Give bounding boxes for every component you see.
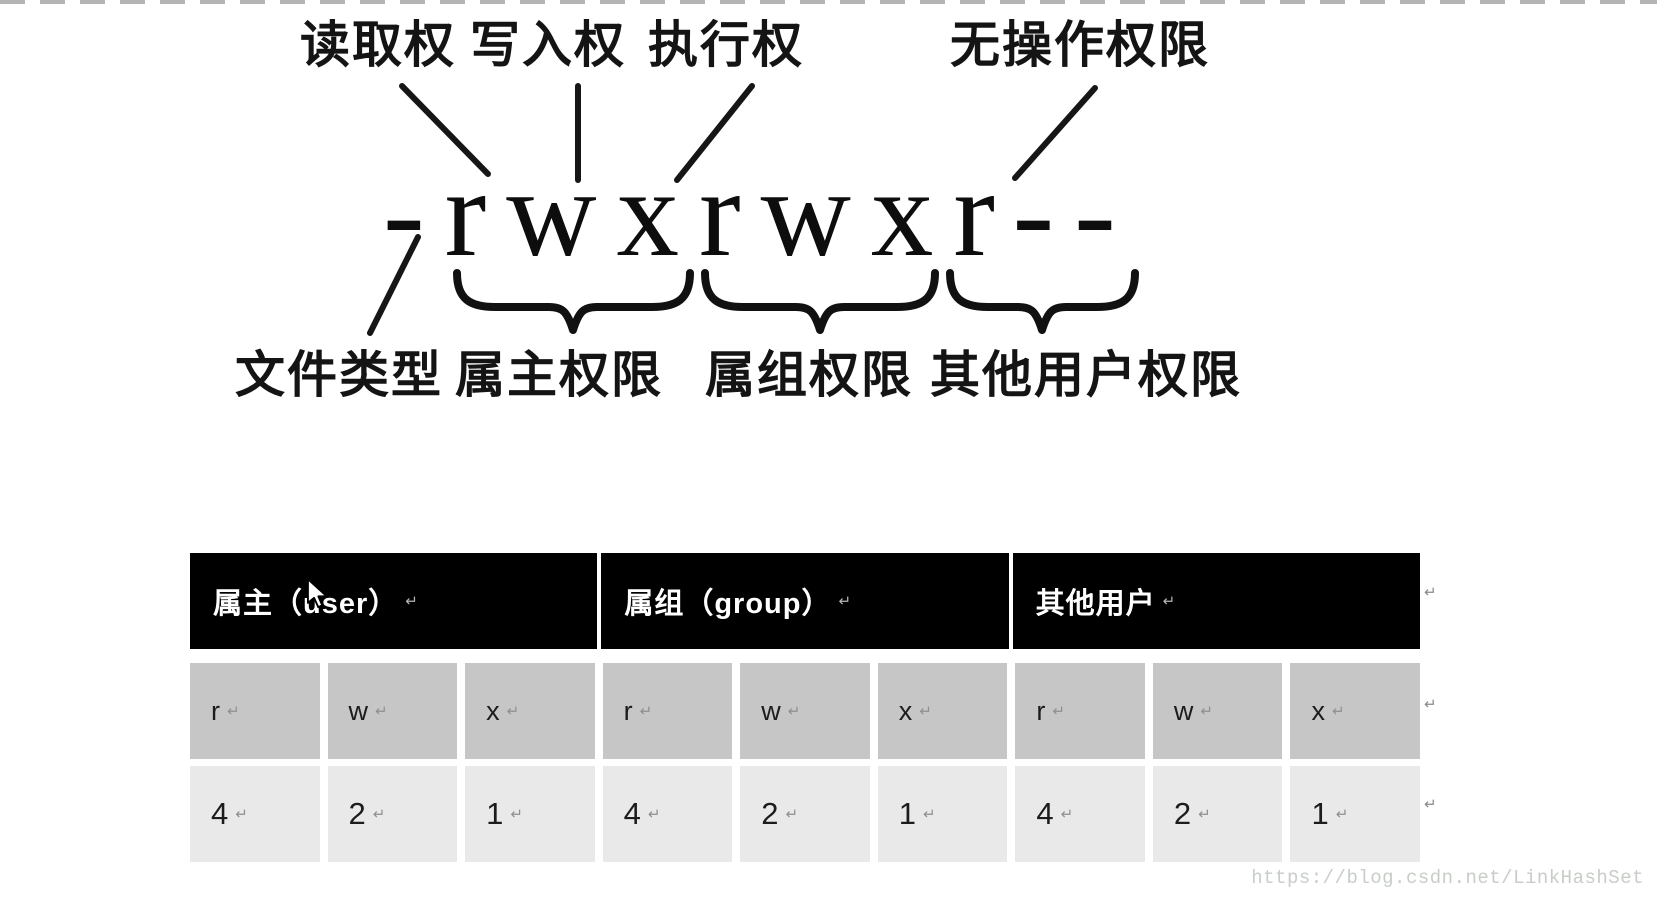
return-mark-icon: ↵ — [235, 806, 248, 823]
return-mark-icon: ↵ — [510, 806, 523, 823]
cell-others-x: x↵ — [1290, 663, 1420, 759]
cell-value: x — [486, 695, 500, 726]
cell-group-x: x↵ — [877, 663, 1008, 759]
cell-value: 1 — [1311, 796, 1329, 831]
label-group-permissions: 属组权限 — [705, 347, 913, 403]
cell-value: w — [761, 695, 781, 726]
return-mark-icon: ↵ — [375, 703, 388, 720]
return-mark-icon: ↵ — [1198, 806, 1211, 823]
cell-others-4: 4↵ — [1015, 766, 1145, 862]
cell-others-r: r↵ — [1015, 663, 1145, 759]
cell-value: 2 — [348, 796, 366, 831]
row-end-mark-icon: ↵ — [1424, 696, 1437, 713]
cell-group-2: 2↵ — [740, 766, 870, 862]
cell-others-w: w↵ — [1152, 663, 1283, 759]
cell-value: 4 — [1036, 796, 1054, 831]
table-header-group-label: 属组（group） — [624, 588, 832, 620]
cell-group-w: w↵ — [740, 663, 870, 759]
cell-group-1: 1↵ — [877, 766, 1008, 862]
return-mark-icon: ↵ — [647, 806, 661, 823]
cell-user-x: x↵ — [465, 663, 595, 759]
table-row-letters: r↵ w↵ x↵ r↵ w↵ x↵ r↵ w↵ x↵ — [190, 663, 1420, 759]
cell-value: x — [898, 695, 913, 726]
cell-user-r: r↵ — [190, 663, 320, 759]
cell-value: 4 — [211, 796, 229, 831]
table-header-user-label: 属主（user） — [213, 588, 399, 620]
return-mark-icon: ↵ — [506, 703, 520, 720]
cell-group-r: r↵ — [602, 663, 733, 759]
return-mark-icon: ↵ — [785, 806, 799, 823]
cell-others-2: 2↵ — [1152, 766, 1283, 862]
return-mark-icon: ↵ — [372, 806, 386, 823]
label-no-permission: 无操作权限 — [950, 17, 1210, 73]
cell-value: w — [1173, 695, 1194, 726]
return-mark-icon: ↵ — [227, 703, 240, 720]
table-header-others: 其他用户 ↵ — [1012, 553, 1420, 649]
return-mark-icon: ↵ — [923, 806, 936, 823]
cell-value: r — [211, 695, 220, 726]
cell-value: 1 — [486, 796, 504, 831]
mouse-cursor-icon — [306, 578, 328, 609]
label-owner-permissions: 属主权限 — [455, 347, 663, 403]
cell-group-4: 4↵ — [602, 766, 733, 862]
label-read-permission: 读取权 — [300, 17, 456, 73]
label-other-user-permissions: 其他用户权限 — [930, 347, 1242, 403]
cell-user-1: 1↵ — [465, 766, 595, 862]
table-header-group: 属组（group） ↵ — [601, 553, 1009, 649]
cell-value: w — [348, 695, 369, 726]
cell-value: 1 — [898, 796, 917, 831]
return-mark-icon: ↵ — [1060, 806, 1074, 823]
return-mark-icon: ↵ — [1335, 806, 1349, 823]
permissions-table: 属主（user） ↵ 属组（group） ↵ 其他用户 ↵ r↵ w↵ x↵ r… — [190, 553, 1420, 862]
cell-user-4: 4↵ — [190, 766, 320, 862]
return-mark-icon: ↵ — [405, 593, 419, 610]
return-mark-icon: ↵ — [1052, 703, 1065, 720]
row-end-mark-icon: ↵ — [1424, 796, 1437, 813]
return-mark-icon: ↵ — [1200, 703, 1213, 720]
table-header-user: 属主（user） ↵ — [190, 553, 598, 649]
label-file-type: 文件类型 — [235, 347, 443, 403]
cell-value: 4 — [623, 796, 641, 831]
table-header-others-label: 其他用户 — [1035, 588, 1156, 620]
table-header-row: 属主（user） ↵ 属组（group） ↵ 其他用户 ↵ — [190, 553, 1420, 649]
watermark-url: https://blog.csdn.net/LinkHashSet — [1251, 867, 1644, 889]
cell-value: 2 — [761, 796, 779, 831]
label-execute-permission: 执行权 — [648, 17, 804, 73]
cell-others-1: 1↵ — [1290, 766, 1420, 862]
return-mark-icon: ↵ — [1331, 703, 1345, 720]
return-mark-icon: ↵ — [838, 593, 853, 610]
return-mark-icon: ↵ — [1162, 593, 1177, 610]
row-end-mark-icon: ↵ — [1424, 584, 1437, 601]
cell-value: r — [1036, 695, 1046, 726]
cell-user-2: 2↵ — [327, 766, 458, 862]
permission-string: -rwxrwxr-- — [383, 145, 1136, 283]
cell-value: x — [1311, 695, 1325, 726]
return-mark-icon: ↵ — [787, 703, 801, 720]
cell-value: r — [623, 695, 633, 726]
return-mark-icon: ↵ — [639, 703, 653, 720]
table-row-digits: 4↵ 2↵ 1↵ 4↵ 2↵ 1↵ 4↵ 2↵ 1↵ — [190, 766, 1420, 862]
return-mark-icon: ↵ — [919, 703, 932, 720]
cell-value: 2 — [1173, 796, 1192, 831]
label-write-permission: 写入权 — [470, 17, 626, 73]
cell-user-w: w↵ — [327, 663, 458, 759]
